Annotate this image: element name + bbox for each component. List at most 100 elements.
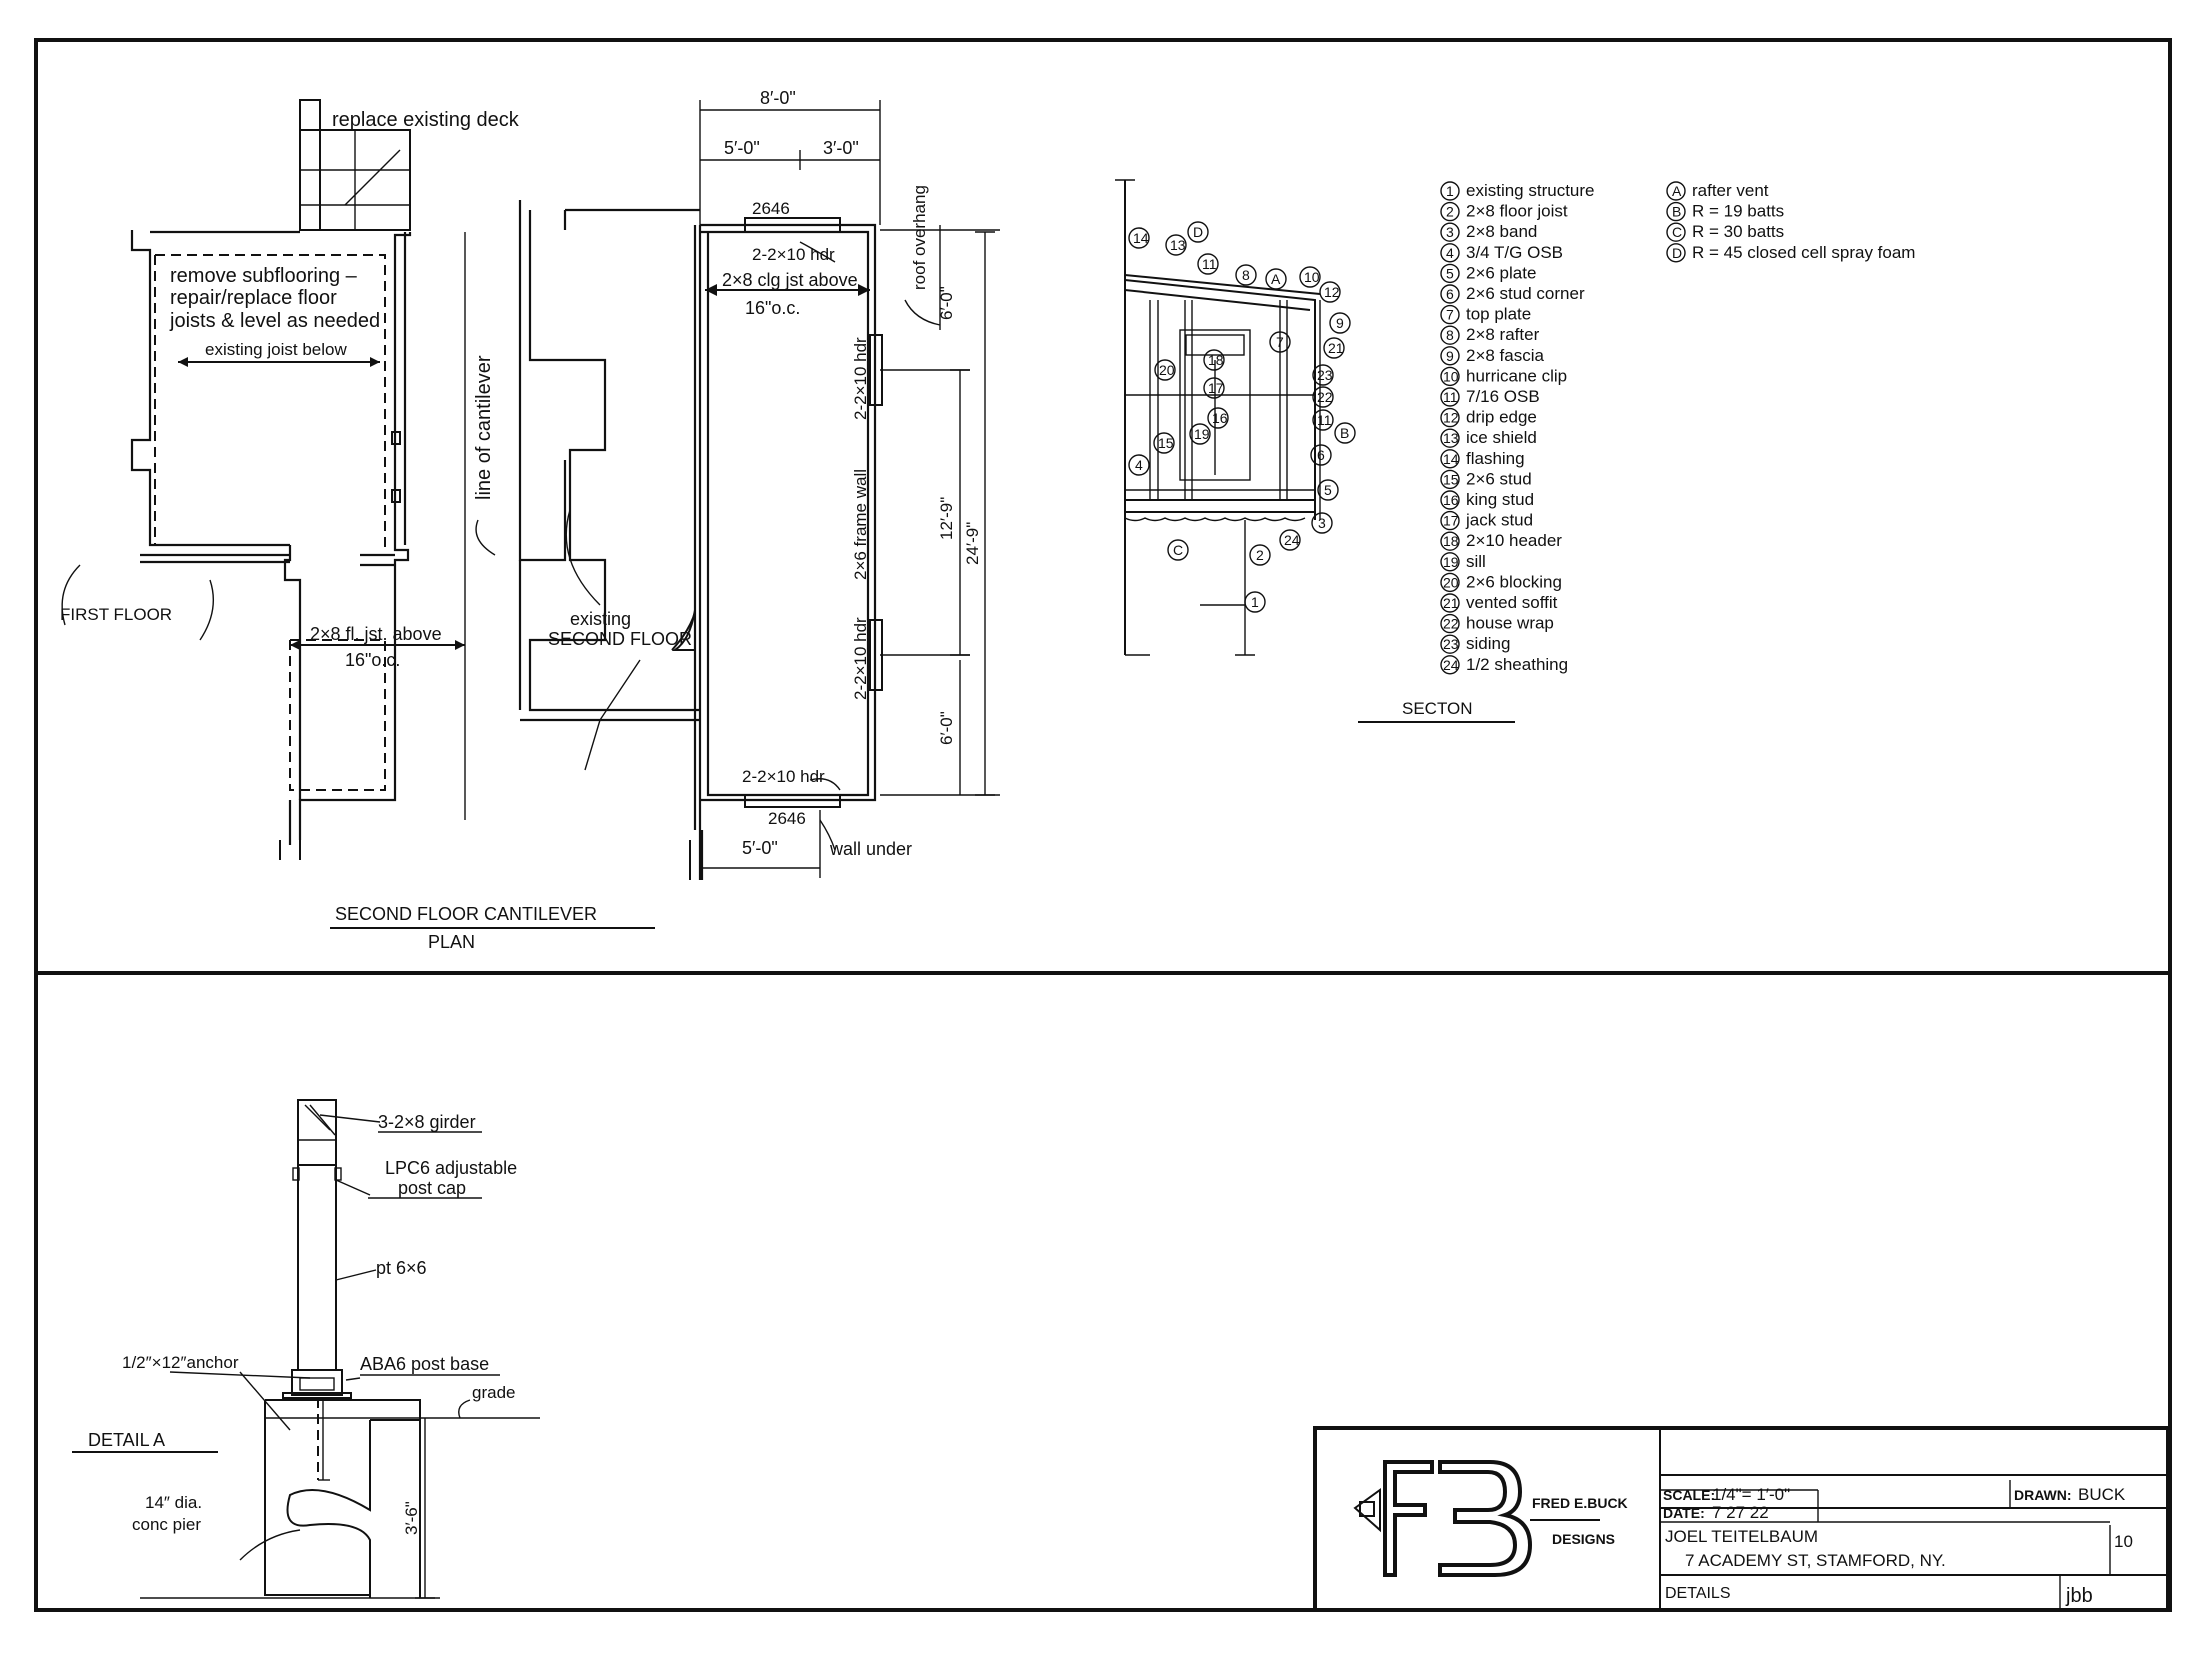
legend-item-6: 2×6 stud corner bbox=[1466, 284, 1585, 303]
svg-text:17: 17 bbox=[1208, 380, 1224, 396]
svg-text:7: 7 bbox=[1276, 334, 1284, 350]
fl-jst-label: 2×8 fl. jst. above bbox=[310, 624, 442, 644]
svg-text:B: B bbox=[1340, 425, 1349, 441]
legend-item-8: 2×8 rafter bbox=[1466, 325, 1540, 344]
dim-5-0-bot: 5′-0" bbox=[742, 838, 778, 858]
pier-line1: 14″ dia. bbox=[145, 1493, 202, 1512]
svg-text:16: 16 bbox=[1212, 410, 1228, 426]
legend-bullet-4 bbox=[1440, 243, 1460, 263]
svg-text:9: 9 bbox=[1336, 315, 1344, 331]
legend-number-18: 18 bbox=[1443, 533, 1459, 549]
legend-number-10: 10 bbox=[1443, 368, 1459, 384]
existing-second-line1: existing bbox=[570, 609, 631, 629]
existing-joist-label: existing joist below bbox=[205, 340, 347, 359]
legend-number-21: 21 bbox=[1443, 595, 1459, 611]
legend-item-10: hurricane clip bbox=[1466, 366, 1567, 385]
clg-jst-label: 2×8 clg jst above bbox=[722, 270, 858, 290]
replace-deck-label: replace existing deck bbox=[332, 109, 520, 131]
svg-text:24: 24 bbox=[1284, 532, 1300, 548]
svg-text:8: 8 bbox=[1242, 267, 1250, 283]
legend-number-19: 19 bbox=[1443, 554, 1459, 570]
first-floor-label: FIRST FLOOR bbox=[60, 605, 172, 624]
frame-wall-label: 2×6 frame wall bbox=[851, 469, 870, 580]
svg-text:14: 14 bbox=[1133, 230, 1149, 246]
legend-bullet-11 bbox=[1440, 387, 1460, 407]
legend-bullet-23 bbox=[1440, 634, 1460, 654]
svg-text:1: 1 bbox=[1251, 594, 1259, 610]
legend-number-17: 17 bbox=[1443, 513, 1459, 529]
legend-bullet-3 bbox=[1440, 222, 1460, 242]
fb-logo bbox=[1353, 1460, 1600, 1577]
window-2646-bot: 2646 bbox=[768, 809, 806, 828]
legend-bullet-14 bbox=[1440, 449, 1460, 469]
legend-letter-number-C: C bbox=[1672, 224, 1682, 240]
legend-item-15: 2×6 stud bbox=[1466, 469, 1532, 488]
legend-number-22: 22 bbox=[1443, 616, 1459, 632]
legend-number-12: 12 bbox=[1443, 410, 1459, 426]
legend-item-20: 2×6 blocking bbox=[1466, 572, 1562, 591]
legend-item-7: top plate bbox=[1466, 305, 1531, 324]
anchor-label: 1/2″×12″anchor bbox=[122, 1353, 239, 1372]
detail-a-title: DETAIL A bbox=[88, 1430, 165, 1450]
legend-bullet-24 bbox=[1440, 655, 1460, 675]
svg-text:6: 6 bbox=[1317, 447, 1325, 463]
legend-number-9: 9 bbox=[1446, 348, 1454, 364]
girder-label: 3-2×8 girder bbox=[378, 1112, 476, 1132]
existing-second-line2: SECOND FLOOR bbox=[548, 629, 692, 649]
post-cap-line2: post cap bbox=[398, 1178, 466, 1198]
legend-letter-number-A: A bbox=[1672, 183, 1682, 199]
legend-number-4: 4 bbox=[1446, 245, 1454, 261]
svg-text:4: 4 bbox=[1135, 457, 1143, 473]
legend-item-23: siding bbox=[1466, 634, 1510, 653]
legend-item-14: flashing bbox=[1466, 449, 1525, 468]
dim-6-0-top: 6′-0" bbox=[937, 286, 956, 320]
legend-bullet-2 bbox=[1440, 201, 1460, 222]
section-drawing: 14 13 D 11 8 A 10 12 9 21 7 23 22 11 B 6… bbox=[1115, 179, 1515, 723]
legend-item-9: 2×8 fascia bbox=[1466, 346, 1545, 365]
dim-6-0-bot: 6′-0" bbox=[937, 711, 956, 745]
title-block: FRED E.BUCK DESIGNS SCALE: 1/4"= 1′-0" D… bbox=[1313, 1426, 2170, 1612]
drawn-label: DRAWN: bbox=[2014, 1487, 2072, 1503]
legend-item-12: drip edge bbox=[1466, 408, 1537, 427]
svg-text:C: C bbox=[1173, 542, 1183, 558]
pt-6x6-label: pt 6×6 bbox=[376, 1258, 427, 1278]
legend-number-1: 1 bbox=[1446, 183, 1454, 199]
svg-text:11: 11 bbox=[1317, 412, 1332, 428]
section-title: SECTON bbox=[1402, 699, 1473, 718]
fl-jst-oc-label: 16"o.c. bbox=[345, 650, 400, 670]
scale-label: SCALE: bbox=[1663, 1487, 1715, 1503]
legend-bullet-18 bbox=[1440, 531, 1460, 551]
hdr-side-2: 2-2×10 hdr bbox=[851, 617, 870, 700]
legend-letter-bullet-C bbox=[1666, 222, 1686, 242]
legend-number-3: 3 bbox=[1446, 224, 1454, 240]
window-2646-top: 2646 bbox=[752, 199, 790, 218]
legend-number-5: 5 bbox=[1446, 265, 1454, 281]
legend-bullet-16 bbox=[1440, 490, 1460, 510]
legend-item-16: king stud bbox=[1466, 490, 1534, 509]
legend-number-2: 2 bbox=[1446, 204, 1454, 220]
svg-text:A: A bbox=[1271, 271, 1281, 287]
legend-bullet-21 bbox=[1440, 593, 1460, 613]
legend-item-19: sill bbox=[1466, 552, 1486, 571]
legend-item-11: 7/16 OSB bbox=[1466, 387, 1540, 406]
svg-text:22: 22 bbox=[1317, 389, 1333, 405]
remove-subfloor-line3: joists & level as needed bbox=[169, 310, 380, 332]
legend-bullet-7 bbox=[1440, 304, 1460, 325]
roof-overhang-label: roof overhang bbox=[910, 185, 929, 290]
legend-item-2: 2×8 floor joist bbox=[1466, 202, 1568, 221]
pier-dim: 3′-6" bbox=[402, 1501, 421, 1535]
dim-24-9: 24′-9" bbox=[963, 522, 982, 565]
detail-a-drawing: 3-2×8 girder LPC6 adjustable post cap pt… bbox=[72, 1099, 540, 1599]
post-cap-line1: LPC6 adjustable bbox=[385, 1158, 517, 1178]
legend-bullet-22 bbox=[1440, 613, 1460, 634]
legend-item-18: 2×10 header bbox=[1466, 531, 1562, 550]
legend-letter-number-B: B bbox=[1672, 204, 1681, 220]
svg-text:23: 23 bbox=[1317, 367, 1333, 383]
legend-letter-number-D: D bbox=[1672, 245, 1682, 261]
legend-number-14: 14 bbox=[1443, 451, 1459, 467]
svg-text:2: 2 bbox=[1256, 547, 1264, 563]
svg-text:10: 10 bbox=[1304, 269, 1320, 285]
legend-letter-bullet-D bbox=[1666, 243, 1686, 263]
legend-number-13: 13 bbox=[1443, 430, 1459, 446]
